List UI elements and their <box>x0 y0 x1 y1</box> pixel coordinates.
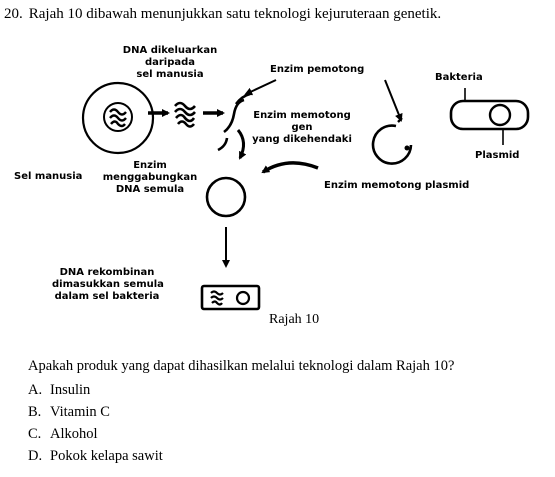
option-c[interactable]: C. Alkohol <box>28 423 163 445</box>
extracted-dna-icon <box>174 101 196 128</box>
arrow-gene-to-recombinant-icon <box>236 129 247 160</box>
recombinant-plasmid-icon <box>205 176 247 218</box>
diagram-caption: Rajah 10 <box>269 312 320 327</box>
question-prompt: Apakah produk yang dapat dihasilkan mela… <box>28 358 455 374</box>
option-text: Insulin <box>50 382 91 398</box>
label-line: sel manusia <box>136 69 204 80</box>
question-heading: 20. Rajah 10 dibawah menunjukkan satu tek… <box>4 6 441 23</box>
question-stem: Rajah 10 dibawah menunjukkan satu teknol… <box>28 6 442 22</box>
label-line: daripada <box>144 57 196 68</box>
option-letter: D. <box>28 448 43 464</box>
label-cutting-enzyme: Enzim pemotong <box>270 64 365 75</box>
label-gene-cutting-enzyme: Enzim memotong gen yang dikehendaki <box>252 110 352 146</box>
option-letter: A. <box>28 382 43 398</box>
label-dna-extracted: DNA dikeluarkan daripada sel manusia <box>120 45 220 81</box>
label-line: dimasukkan semula <box>52 279 164 290</box>
label-line: DNA rekombinan <box>59 267 155 278</box>
option-b[interactable]: B. Vitamin C <box>28 401 163 423</box>
arrow-enzyme-to-plasmid-icon <box>384 79 403 122</box>
option-text: Vitamin C <box>50 404 110 420</box>
arrow-enzyme-to-gene-icon <box>244 79 277 96</box>
label-bacteria: Bakteria <box>435 72 483 83</box>
answer-options: A. Insulin B. Vitamin C C. Alkohol D. Pokok … <box>28 379 163 467</box>
label-plasmid-cutting-enzyme: Enzim memotong plasmid <box>324 180 470 191</box>
label-human-cell: Sel manusia <box>14 171 83 182</box>
open-plasmid-icon <box>371 117 413 165</box>
option-text: Pokok kelapa sawit <box>50 448 163 464</box>
bacteria-icon <box>449 88 530 145</box>
label-line: yang dikehendaki <box>252 134 352 145</box>
human-cell-icon <box>81 81 155 155</box>
label-line: gen <box>291 122 313 133</box>
option-letter: B. <box>28 404 42 420</box>
option-d[interactable]: D. Pokok kelapa sawit <box>28 445 163 467</box>
arrow-plasmid-to-recombinant-icon <box>261 161 319 174</box>
cut-gene-fragments-icon <box>217 92 251 152</box>
question-number: 20. <box>4 6 23 22</box>
label-line: DNA semula <box>115 184 185 195</box>
label-plasmid: Plasmid <box>475 150 520 161</box>
label-joining-enzyme: Enzim menggabungkan DNA semula <box>100 160 200 196</box>
recombinant-bacteria-icon <box>200 284 261 311</box>
option-text: Alkohol <box>50 426 98 442</box>
option-a[interactable]: A. Insulin <box>28 379 163 401</box>
label-line: menggabungkan <box>102 172 198 183</box>
genetic-engineering-diagram <box>81 79 530 311</box>
label-line: Enzim <box>133 160 167 171</box>
label-line: Enzim memotong <box>253 110 351 121</box>
label-recombinant-dna: DNA rekombinan dimasukkan semula dalam s… <box>52 267 164 303</box>
label-line: DNA dikeluarkan <box>122 45 218 56</box>
label-line: dalam sel bakteria <box>54 291 160 302</box>
option-letter: C. <box>28 426 42 442</box>
